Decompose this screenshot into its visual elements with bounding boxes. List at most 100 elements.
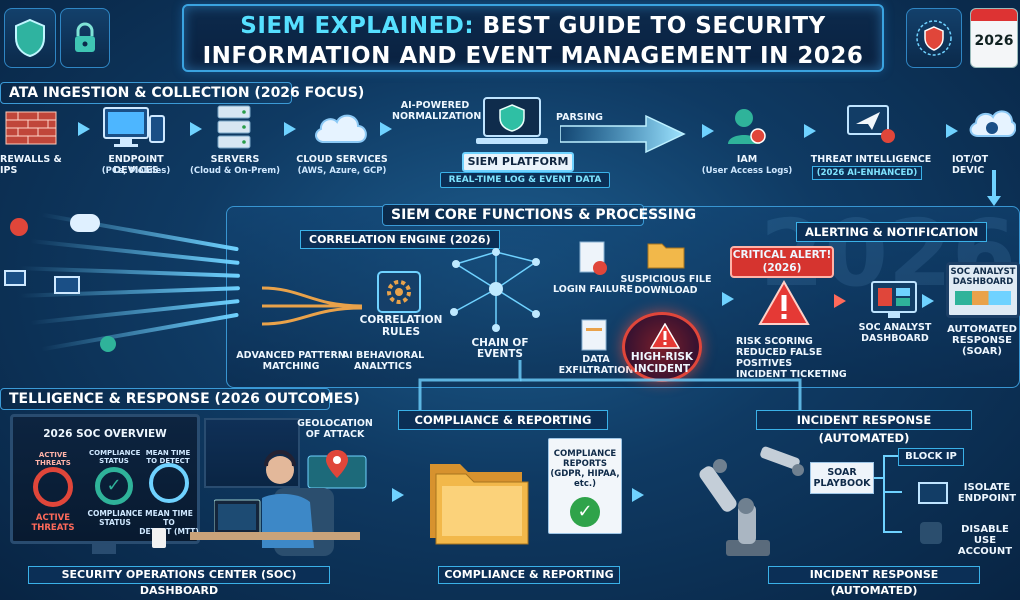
user-icon [920,522,942,544]
isolate-label: ISOLATE ENDPOINT [957,482,1017,504]
critical-alert-label: CRITICAL ALERT! (2026) [732,249,832,274]
warning-icon [758,280,810,325]
laptop-icon [54,276,80,294]
lock-tile [60,8,110,68]
compliance-report-label: COMPLIANCE REPORTS (GDPR, HIPAA, etc.) [550,449,620,489]
document-icon [581,319,607,351]
folder-icon [430,464,529,545]
page-title-line1: SIEM EXPLAINED: BEST GUIDE TO SECURITY [184,11,882,41]
flow-arrow [702,124,714,138]
source-servers-label: SERVERS [210,154,260,165]
data-exfiltration-label: DATA EXFILTRATION [558,354,634,376]
branch-lines [874,455,902,533]
title-banner: SIEM EXPLAINED: BEST GUIDE TO SECURITY I… [182,4,884,72]
stream-line [19,286,241,298]
correlation-rules-label: CORRELATION RULES [359,314,443,338]
monitor-icon [918,482,948,504]
laptop-shield-icon [476,97,548,144]
cup-icon [152,528,166,548]
alert-bullets: RISK SCORING REDUCED FALSE POSITIVES INC… [736,336,876,380]
automated-response-label: AUTOMATED RESPONSE (SOAR) [947,324,1017,357]
warning-icon [650,323,680,349]
iam-label: IAM [736,154,758,165]
source-endpoint-sub: (PCs, Mobiles) [101,166,171,176]
network-icon [450,248,540,332]
gear-icon [377,271,421,313]
correlation-engine-box: CORRELATION ENGINE (2026) [300,230,500,249]
user-icon [728,109,766,144]
correlation-engine-label: CORRELATION ENGINE (2026) [300,230,500,249]
flow-arrow [632,488,644,502]
calendar-icon: 2026 [970,8,1018,68]
analyst-illustration [214,450,334,556]
threat-feeds-sub: (2026 AI-ENHANCED) [816,168,918,178]
soar-playbook-box: SOAR PLAYBOOK [810,462,874,494]
flow-arrow [722,292,734,306]
realtime-strip: REAL-TIME LOG & EVENT DATA [440,172,610,188]
ingestion-band: ATA INGESTION & COLLECTION (2026 FOCUS) [0,82,364,104]
check-icon: ✓ [95,467,133,505]
mttd-top: MEAN TIME TO DETECT [145,449,191,465]
source-firewalls-label: REWALLS & IPS [0,154,62,176]
title-rest: BEST GUIDE TO SECURITY [482,13,826,39]
calendar-year: 2026 [974,33,1014,49]
iot-cloud-icon [969,110,1016,137]
ir-title: INCIDENT RESPONSE (AUTOMATED) [796,413,932,445]
dashboard-icon [871,281,917,318]
flow-arrow [804,124,816,138]
parsing-text: PARSING [556,112,603,123]
cloud-icon [70,214,100,232]
iam-sub: (User Access Logs) [701,166,793,176]
chain-events-label: CHAIN OF EVENTS [471,337,529,360]
source-servers-sub: (Cloud & On-Prem) [189,166,281,176]
siem-platform-label: SIEM PLATFORM [467,155,569,168]
monitor-icon [4,270,26,286]
server-icon [217,105,251,149]
soc-screen-chart [955,291,1011,305]
compliance-title-box: COMPLIANCE & REPORTING [398,410,608,430]
alert-dot-icon [10,218,28,236]
outcomes-band: TELLIGENCE & RESPONSE (2026 OUTCOMES) [0,388,360,410]
iot-down-arrow [987,196,1001,206]
funnel-icon [262,286,363,326]
document-icon [579,241,607,275]
login-failure-label: LOGIN FAILURE [553,284,633,295]
folder-icon [647,243,685,269]
compliance-report-doc: COMPLIANCE REPORTS (GDPR, HIPAA, etc.) ✓ [548,438,622,534]
desk [190,532,360,540]
flow-arrow [946,124,958,138]
page-title-line2: INFORMATION AND EVENT MANAGEMENT IN 2026 [202,43,864,69]
shield-tile [4,8,56,68]
geolocation-label: GEOLOCATION OF ATTACK [297,418,373,440]
flow-arrow [834,294,846,308]
cloud-icon [315,114,367,143]
title-highlight: SIEM EXPLAINED: [240,13,475,39]
siem-platform-box: SIEM PLATFORM [462,152,574,172]
source-cloud-label: CLOUD SERVICES [296,154,388,165]
disable-label: DISABLE USE ACCOUNT [957,524,1013,557]
core-band: SIEM CORE FUNCTIONS & PROCESSING [382,204,696,226]
high-risk-circle: HIGH-RISK INCIDENT [622,312,702,382]
data-stream [0,210,241,360]
check-icon: ✓ [570,497,600,527]
source-endpoint-label: ENDPOINT DEVICES [108,154,164,176]
pin-icon [307,450,367,489]
stream-line [19,266,241,278]
shield-icon [15,18,45,58]
paper-plane-icon [847,105,895,143]
alerting-label: ALERTING & NOTIFICATION [796,222,988,242]
source-cloud-sub: (AWS, Azure, GCP) [297,166,387,176]
monitor-stand [92,544,116,554]
flow-arrow [190,122,202,136]
compliance-status-bottom: COMPLIANCE STATUS [87,509,143,527]
shield-icon [100,336,116,352]
suspicious-file-label: SUSPICIOUS FILE DOWNLOAD [620,274,712,296]
mttd-gauge [149,463,189,503]
flow-arrow [922,294,934,308]
parsing-arrow [560,114,686,154]
active-threats-top: ACTIVE THREATS [35,451,71,467]
advanced-pattern-label: ADVANCED PATTERN MATCHING [236,350,346,372]
compliance-title: COMPLIANCE & REPORTING [414,413,592,427]
bullet-risk-scoring: RISK SCORING [736,336,813,347]
flow-arrow [380,122,392,136]
